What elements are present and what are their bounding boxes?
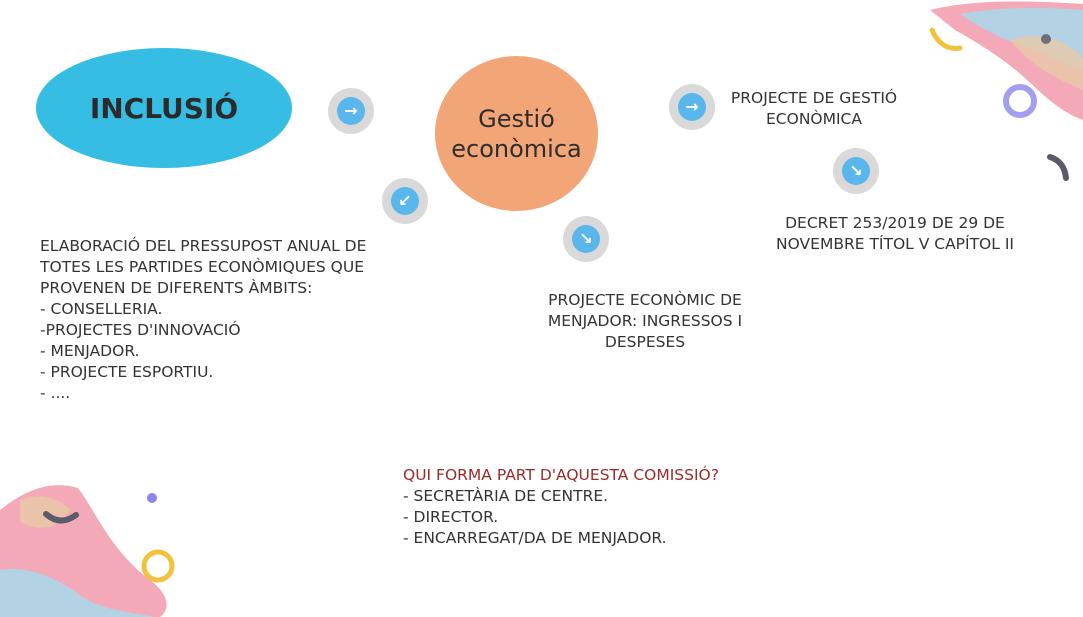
comissio-block: QUI FORMA PART D'AQUESTA COMISSIÓ? - SEC… bbox=[403, 465, 783, 549]
elaboracio-text: ELABORACIÓ DEL PRESSUPOST ANUAL DE TOTES… bbox=[40, 236, 400, 404]
comissio-member: - DIRECTOR. bbox=[403, 508, 499, 526]
elaboracio-line: TOTES LES PARTIDES ECONÒMIQUES QUE bbox=[40, 258, 365, 276]
gestio-economica-label: Gestió econòmica bbox=[451, 104, 582, 163]
elaboracio-line: ELABORACIÓ DEL PRESSUPOST ANUAL DE bbox=[40, 237, 367, 255]
arrow-right-icon: → bbox=[328, 88, 374, 134]
projecte-economic-text: PROJECTE ECONÒMIC DE MENJADOR: INGRESSOS… bbox=[547, 291, 743, 351]
comissio-member: - ENCARREGAT/DA DE MENJADOR. bbox=[403, 529, 667, 547]
gestio-economica-node: Gestió econòmica bbox=[435, 56, 598, 211]
elaboracio-line: - .... bbox=[40, 384, 71, 402]
elaboracio-line: PROVENEN DE DIFERENTS ÀMBITS: bbox=[40, 279, 313, 297]
arrow-down-left-icon: ↙ bbox=[382, 178, 428, 224]
comissio-member: - SECRETÀRIA DE CENTRE. bbox=[403, 487, 609, 505]
decret-text: DECRET 253/2019 DE 29 DE NOVEMBRE TÍTOL … bbox=[776, 214, 1014, 253]
corner-decoration-top-right bbox=[929, 1, 1083, 181]
elaboracio-line: - PROJECTE ESPORTIU. bbox=[40, 363, 214, 381]
projecte-gestio-text: PROJECTE DE GESTIÓ ECONÒMICA bbox=[730, 89, 898, 128]
elaboracio-line: -PROJECTES D'INNOVACIÓ bbox=[40, 321, 241, 339]
elaboracio-line: - CONSELLERIA. bbox=[40, 300, 163, 318]
arrow-down-right-icon: ↘ bbox=[563, 216, 609, 262]
inclusio-node: INCLUSIÓ bbox=[36, 48, 292, 168]
inclusio-label: INCLUSIÓ bbox=[89, 91, 239, 125]
arrow-right-icon: → bbox=[669, 84, 715, 130]
elaboracio-line: - MENJADOR. bbox=[40, 342, 140, 360]
corner-decoration-bottom-left bbox=[0, 485, 175, 617]
arrow-down-right-icon: ↘ bbox=[833, 148, 879, 194]
comissio-question: QUI FORMA PART D'AQUESTA COMISSIÓ? bbox=[403, 466, 719, 484]
